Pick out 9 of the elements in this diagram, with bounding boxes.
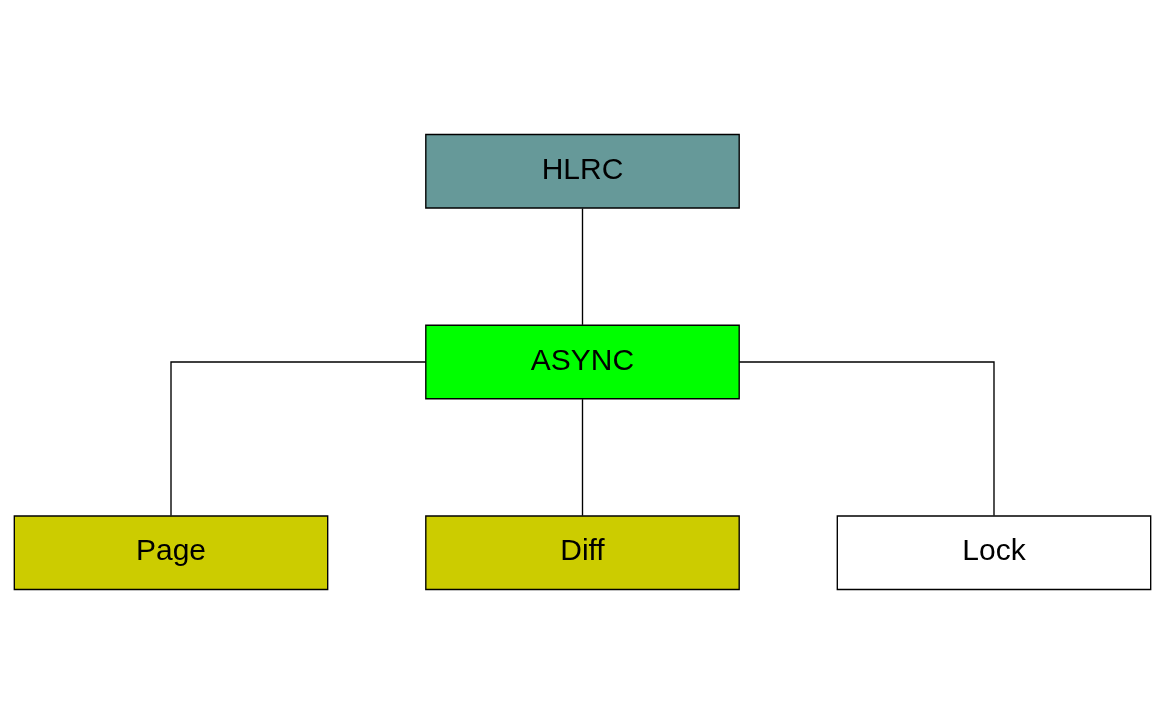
connector bbox=[581, 207, 584, 326]
connector bbox=[581, 398, 584, 516]
node-box: HLRC bbox=[425, 133, 740, 209]
node-box: Lock bbox=[836, 514, 1152, 590]
node-box: Page bbox=[13, 514, 329, 590]
connector bbox=[170, 360, 427, 516]
node-box: Diff bbox=[425, 514, 740, 590]
connector bbox=[738, 360, 995, 516]
node-box: ASYNC bbox=[425, 324, 740, 399]
